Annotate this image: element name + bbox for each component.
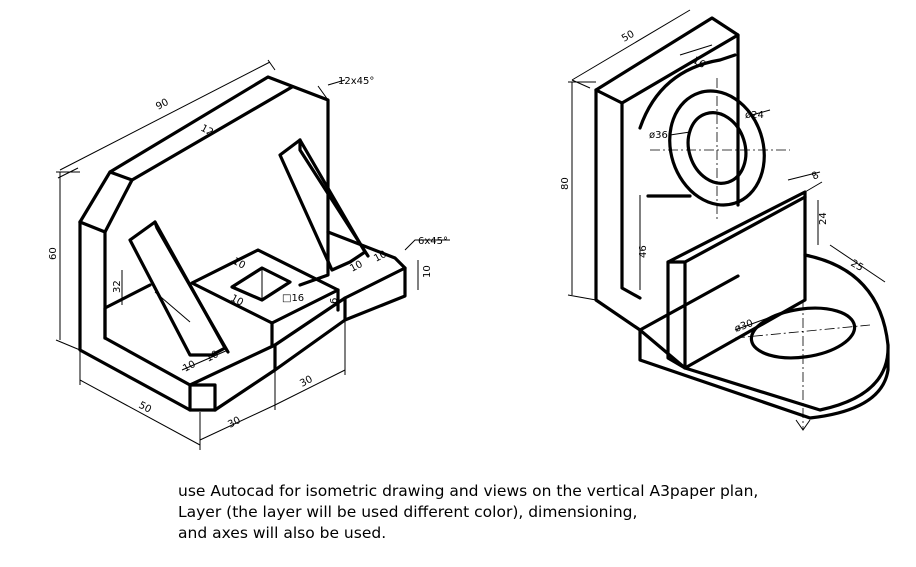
dim-8: 8 bbox=[810, 170, 821, 183]
dim-50-right: 50 bbox=[620, 29, 637, 45]
instructions-text: use Autocad for isometric drawing and vi… bbox=[178, 481, 758, 544]
dim-10-rib-c: 10 bbox=[181, 359, 197, 375]
dim-dia-24: ø24 bbox=[745, 110, 764, 121]
right-front-rib bbox=[666, 190, 807, 370]
dim-10-rib-b: 10 bbox=[372, 249, 388, 265]
dim-10-square-top: 10 bbox=[231, 256, 247, 272]
left-rib-1 bbox=[128, 220, 227, 357]
dim-10-height: 10 bbox=[422, 265, 433, 278]
dim-6: 6 bbox=[329, 298, 340, 304]
dim-dia-36: ø36 bbox=[649, 130, 668, 141]
dim-10-rib-d: 10 bbox=[204, 349, 220, 365]
left-back-wall bbox=[78, 75, 330, 287]
base-hole bbox=[749, 306, 857, 360]
right-back-plate bbox=[594, 16, 740, 332]
left-side-face bbox=[78, 220, 217, 412]
boss-outer-face bbox=[668, 89, 766, 207]
left-square-pad bbox=[190, 248, 340, 325]
dim-chamfer-side: 6x45° bbox=[418, 236, 448, 247]
dim-46: 46 bbox=[638, 245, 649, 258]
left-rib-2 bbox=[278, 138, 367, 272]
instruction-line-1: use Autocad for isometric drawing and vi… bbox=[178, 482, 759, 500]
dim-square-16: □16 bbox=[282, 293, 304, 304]
dim-12-top: 12 bbox=[199, 123, 215, 139]
right-dimension-lines bbox=[567, 9, 886, 331]
dim-30-front: 30 bbox=[226, 415, 242, 431]
instruction-line-2: Layer (the layer will be used different … bbox=[178, 503, 638, 521]
boss-inner-hole bbox=[686, 111, 748, 185]
dim-30-side: 30 bbox=[298, 374, 314, 390]
dim-25: 25 bbox=[849, 258, 866, 274]
dim-32: 32 bbox=[112, 280, 123, 293]
left-square-hole bbox=[230, 266, 292, 302]
right-base bbox=[638, 328, 890, 420]
left-isometric-part: 90 12 12x45° 60 32 10 10 □16 6 6x45° 10 … bbox=[48, 59, 450, 450]
right-isometric-part: 50 16 ø24 ø36 80 46 8 24 25 ø30 bbox=[560, 9, 890, 431]
dim-chamfer-top: 12x45° bbox=[338, 76, 374, 87]
dim-24: 24 bbox=[818, 212, 829, 225]
dim-10-square-left: 10 bbox=[229, 293, 245, 309]
instruction-line-3: and axes will also be used. bbox=[178, 524, 387, 542]
dim-60: 60 bbox=[48, 247, 59, 260]
left-dimension-lines bbox=[55, 59, 450, 450]
dim-10-rib-a: 10 bbox=[348, 259, 364, 275]
dim-90: 90 bbox=[154, 97, 170, 113]
dim-80: 80 bbox=[560, 177, 571, 190]
dim-50-left: 50 bbox=[137, 400, 153, 416]
